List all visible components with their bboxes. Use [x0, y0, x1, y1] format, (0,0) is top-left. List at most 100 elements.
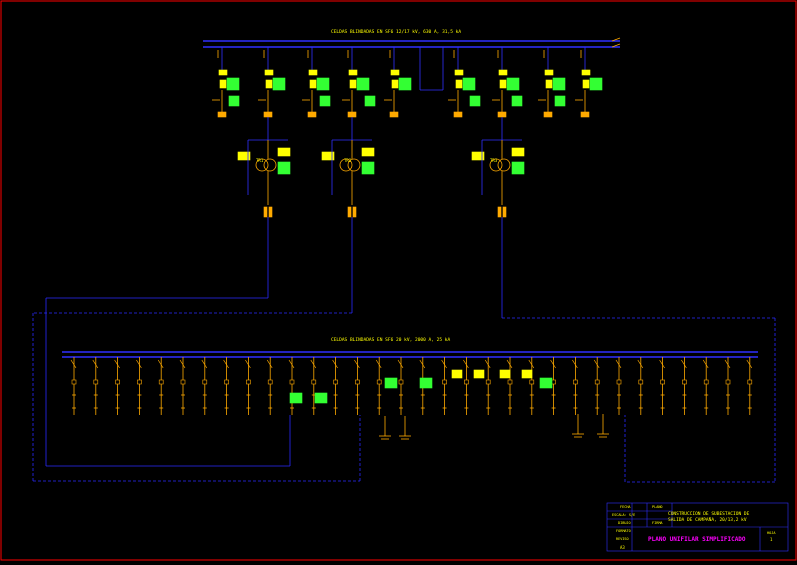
- lower-feeder-breaker: [202, 379, 208, 385]
- lower-feeder-switch: [332, 359, 338, 369]
- transformer-ct-box: [471, 151, 485, 161]
- upper-feeder-breaker: [390, 69, 400, 76]
- title-block-sheet-label: HOJA: [767, 531, 776, 535]
- title-block-format-label: FORMATO: [616, 529, 631, 533]
- upper-feeder-protection-box: [511, 95, 523, 107]
- lower-coupler-block: [521, 369, 533, 379]
- transformer-label-3: TR3: [490, 158, 498, 163]
- upper-feeder-relay-box: [226, 77, 240, 91]
- upper-feeder-protection-box: [228, 95, 240, 107]
- title-block-sheet-number: 1: [770, 537, 773, 542]
- lower-feeder-breaker: [224, 379, 229, 385]
- upper-feeder-relay-box: [398, 77, 412, 91]
- title-block-cell-drawn: DIBUJO: [618, 521, 631, 525]
- lower-feeder-switch: [659, 359, 665, 369]
- transformer-relay-box: [361, 147, 375, 157]
- title-block-project-line1: CONSTRUCCION DE SUBESTACION DE: [668, 512, 750, 517]
- lower-feeder-switch: [157, 359, 164, 369]
- lower-switchgear-group: [62, 351, 758, 440]
- transformer-fuse-b: [502, 206, 507, 218]
- lower-coupler-block: [451, 369, 463, 379]
- lower-feeder-switch: [528, 359, 535, 369]
- lower-feeder-switch: [724, 359, 731, 369]
- transformer-relay-box: [277, 147, 291, 157]
- upper-feeder-breaker: [498, 69, 508, 76]
- title-block: [606, 502, 789, 552]
- upper-feeder-terminal: [217, 111, 227, 118]
- lower-feeder-breaker: [682, 379, 687, 385]
- upper-feeder-relay-box: [272, 77, 286, 91]
- lower-feeder-switch: [266, 359, 273, 369]
- lower-feeder-breaker: [158, 379, 164, 385]
- transformer-winding-lv: [263, 158, 277, 172]
- lower-feeder-breaker: [289, 379, 295, 385]
- lower-feeder-switch: [397, 359, 404, 369]
- upper-feeder-breaker: [264, 69, 274, 76]
- transformer-winding-hv: [489, 158, 503, 172]
- upper-feeder-ct: [349, 79, 357, 89]
- lower-feeder-breaker: [333, 379, 338, 385]
- upper-feeder-ct: [265, 79, 273, 89]
- lower-feeder-breaker: [311, 379, 317, 385]
- title-block-format-value: A3: [620, 545, 625, 550]
- lower-feeder-switch: [223, 359, 229, 369]
- lower-feeder-breaker: [703, 379, 709, 385]
- lower-feeder-breaker: [725, 379, 731, 385]
- transformer-relay-box: [511, 147, 525, 157]
- upper-feeder-relay-box: [589, 77, 603, 91]
- title-block-cell-scale: ESCALA: S/E: [612, 513, 636, 517]
- lower-feeder-breaker: [115, 379, 120, 385]
- upper-feeder-protection-box: [554, 95, 566, 107]
- upper-feeder-terminal: [347, 111, 357, 118]
- upper-bus-arrow-a: [611, 37, 621, 42]
- lower-feeder-breaker: [747, 379, 753, 385]
- lower-feeder-breaker: [573, 379, 578, 385]
- lower-feeder-breaker: [355, 379, 360, 385]
- lower-feeder-breaker: [594, 379, 600, 385]
- lower-protection-box: [289, 392, 303, 404]
- lower-feeder-switch: [201, 359, 208, 369]
- upper-feeder-breaker: [581, 69, 591, 76]
- transformer-fuse-a: [497, 206, 502, 218]
- lower-protection-box: [314, 392, 328, 404]
- transformer-fuse-b: [352, 206, 357, 218]
- upper-feeder-terminal: [580, 111, 590, 118]
- lower-feeder-switch: [484, 359, 491, 369]
- title-block-project-line2: SALIDA DE CAMPAÑA, 20/13,2 kV: [668, 518, 747, 523]
- lower-coupler-block: [473, 369, 485, 379]
- lower-feeder-switch: [114, 359, 120, 369]
- transformer-winding-lv: [497, 158, 511, 172]
- upper-feeder-protection-box: [364, 95, 376, 107]
- lower-feeder-breaker: [507, 379, 513, 385]
- lower-feeder-switch: [463, 359, 469, 369]
- lower-feeder-switch: [354, 359, 360, 369]
- lower-feeder-breaker: [660, 379, 665, 385]
- lower-feeder-breaker: [442, 379, 447, 385]
- transformer-winding-hv: [255, 158, 269, 172]
- lower-feeder-breaker: [485, 379, 491, 385]
- lower-protection-box: [419, 377, 433, 389]
- upper-feeder-ct: [309, 79, 317, 89]
- title-block-cell-plano: PLANO: [652, 505, 663, 509]
- upper-switchgear-group: [203, 37, 621, 140]
- upper-feeder-terminal: [543, 111, 553, 118]
- upper-feeder-relay-box: [316, 77, 330, 91]
- upper-bus-arrow-b: [611, 43, 621, 48]
- lower-feeder-breaker: [71, 379, 77, 385]
- lower-feeder-switch: [375, 359, 382, 369]
- upper-feeder-terminal: [263, 111, 273, 118]
- lower-feeder-switch: [92, 359, 99, 369]
- title-block-drawing-title: PLANO UNIFILAR SIMPLIFICADO: [648, 536, 746, 543]
- lower-feeder-switch: [637, 359, 644, 369]
- upper-feeder-ct: [455, 79, 463, 89]
- upper-feeder-relay-box: [552, 77, 566, 91]
- lower-feeder-switch: [441, 359, 447, 369]
- lower-feeder-switch: [288, 359, 295, 369]
- upper-feeder-breaker: [218, 69, 228, 76]
- transformer-fuse-a: [263, 206, 268, 218]
- title-block-cell-date: FECHA: [620, 505, 631, 509]
- transformer-fuse-b: [268, 206, 273, 218]
- lower-feeder-breaker: [464, 379, 469, 385]
- title-block-cell-checked: REVISO: [616, 537, 629, 541]
